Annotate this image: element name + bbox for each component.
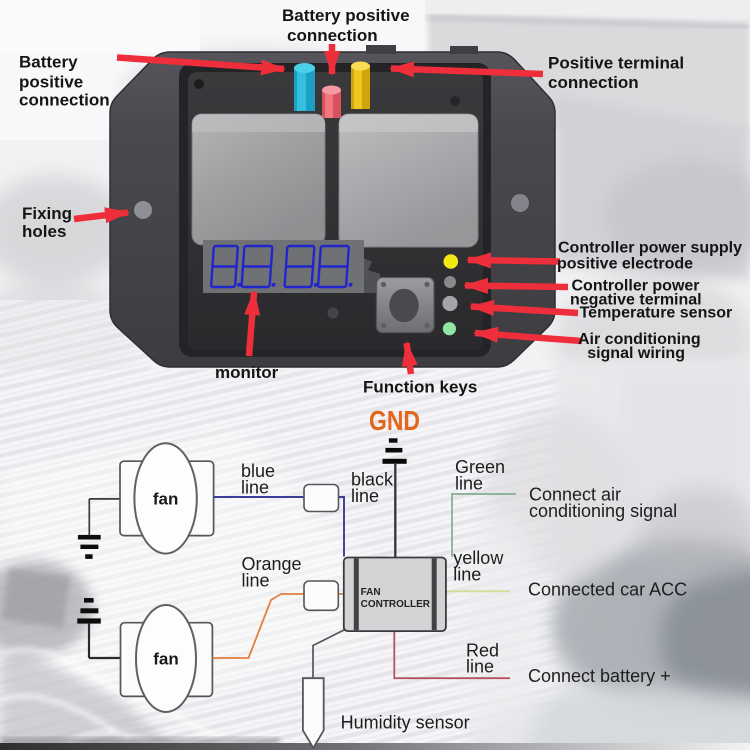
svg-text:Connect battery +: Connect battery + xyxy=(528,666,671,686)
svg-text:Green: Green xyxy=(455,457,505,477)
svg-text:Connected car ACC: Connected car ACC xyxy=(528,579,687,599)
svg-text:black: black xyxy=(351,470,394,490)
svg-text:blue: blue xyxy=(241,461,275,481)
svg-text:fan: fan xyxy=(153,650,179,669)
svg-text:line: line xyxy=(466,657,494,677)
svg-text:Positive terminal: Positive terminal xyxy=(548,54,684,73)
svg-text:line: line xyxy=(242,571,270,591)
svg-text:Battery positive: Battery positive xyxy=(282,6,410,25)
svg-text:Controller power: Controller power xyxy=(572,277,700,294)
svg-text:Red: Red xyxy=(466,641,499,661)
svg-text:line: line xyxy=(241,478,269,498)
svg-text:GND: GND xyxy=(369,405,420,436)
svg-text:Air conditioning: Air conditioning xyxy=(578,331,701,348)
svg-text:connection: connection xyxy=(548,73,639,92)
svg-text:CONTROLLER: CONTROLLER xyxy=(361,599,431,610)
svg-text:connection: connection xyxy=(287,26,378,45)
svg-text:positive: positive xyxy=(19,73,83,92)
svg-text:holes: holes xyxy=(22,222,66,241)
svg-text:line: line xyxy=(351,486,379,506)
svg-text:Fixing: Fixing xyxy=(22,204,72,223)
svg-text:Humidity sensor: Humidity sensor xyxy=(341,713,470,733)
svg-text:Temperature sensor: Temperature sensor xyxy=(580,304,733,321)
svg-text:negative terminal: negative terminal xyxy=(570,292,702,309)
svg-text:connection: connection xyxy=(19,91,110,110)
svg-text:conditioning signal: conditioning signal xyxy=(529,501,677,521)
svg-text:Function keys: Function keys xyxy=(363,378,477,397)
svg-text:Controller power supply: Controller power supply xyxy=(558,240,742,257)
svg-text:monitor: monitor xyxy=(215,363,279,382)
svg-text:Battery: Battery xyxy=(19,53,78,72)
svg-text:signal wiring: signal wiring xyxy=(587,345,685,362)
svg-text:line: line xyxy=(455,474,483,494)
svg-text:yellow: yellow xyxy=(453,548,504,568)
svg-text:FAN: FAN xyxy=(361,587,381,598)
svg-text:Connect air: Connect air xyxy=(529,485,621,505)
svg-text:line: line xyxy=(453,565,481,585)
svg-text:positive electrode: positive electrode xyxy=(557,255,693,272)
svg-text:fan: fan xyxy=(153,490,179,509)
svg-text:Orange: Orange xyxy=(242,554,302,574)
